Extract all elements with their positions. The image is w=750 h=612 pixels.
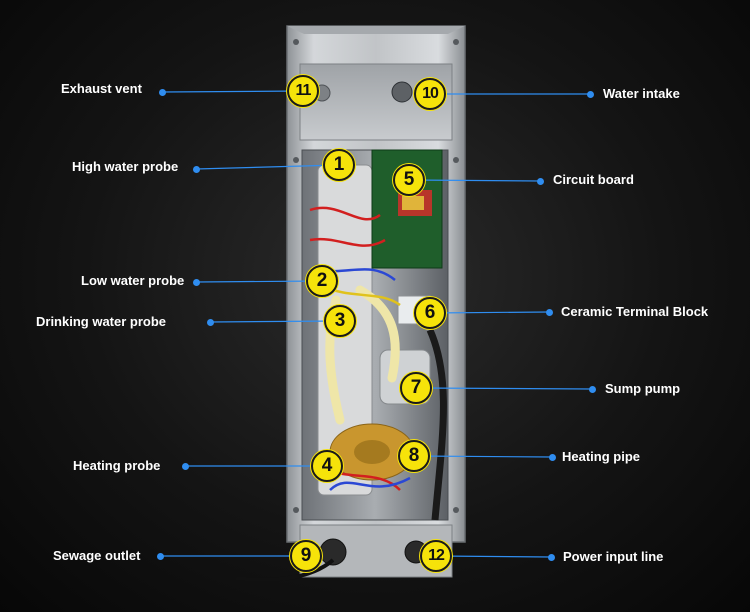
callout-label-water-intake: Water intake <box>603 86 680 101</box>
power-cord <box>235 558 335 582</box>
screw <box>453 39 459 45</box>
callout-label-circuit-board: Circuit board <box>553 172 634 187</box>
screw <box>293 507 299 513</box>
leader-dot-water-intake <box>586 90 594 98</box>
callout-badge-11: 11 <box>287 75 319 107</box>
leader-dot-power-input-line <box>547 553 555 561</box>
leader-dot-heating-pipe <box>548 453 556 461</box>
callout-label-sump-pump: Sump pump <box>605 381 681 396</box>
screw <box>293 39 299 45</box>
leader-line-power-input-line <box>435 555 552 558</box>
leader-line-sump-pump <box>415 387 593 390</box>
callout-leaders <box>160 90 593 558</box>
leader-dot-ceramic-terminal-block <box>545 308 553 316</box>
callout-badge-1: 1 <box>323 149 355 181</box>
callout-badge-5: 5 <box>393 164 425 196</box>
screw <box>293 157 299 163</box>
leader-dot-low-water-probe <box>192 278 200 286</box>
callout-label-heating-pipe: Heating pipe <box>562 449 641 464</box>
leader-line-drinking-water-probe <box>209 320 341 323</box>
screw <box>453 157 459 163</box>
leader-dot-circuit-board <box>536 177 544 185</box>
callout-badge-8: 8 <box>398 440 430 472</box>
water-intake-fitting <box>391 81 413 103</box>
callout-label-low-water-probe: Low water probe <box>81 273 185 288</box>
callout-badge-3: 3 <box>324 305 356 337</box>
leader-line-ceramic-terminal-block <box>429 311 550 314</box>
leader-dot-heating-probe <box>181 462 189 470</box>
callout-label-power-input-line: Power input line <box>563 549 664 564</box>
leader-line-high-water-probe <box>195 164 340 170</box>
leader-dot-sump-pump <box>588 385 596 393</box>
callout-label-heating-probe: Heating probe <box>73 458 161 473</box>
black-hose <box>426 328 447 521</box>
leader-line-heating-pipe <box>413 455 553 458</box>
leader-dot-drinking-water-probe <box>206 318 214 326</box>
leader-dot-exhaust-vent <box>158 88 166 96</box>
callout-label-sewage-outlet: Sewage outlet <box>53 548 141 563</box>
callout-badge-6: 6 <box>414 297 446 329</box>
callout-badge-7: 7 <box>400 372 432 404</box>
callout-label-ceramic-terminal-block: Ceramic Terminal Block <box>561 304 709 319</box>
callout-label-high-water-probe: High water probe <box>72 159 179 174</box>
leader-line-exhaust-vent <box>161 90 304 93</box>
leader-dot-sewage-outlet <box>156 552 164 560</box>
wire <box>309 206 381 221</box>
callout-badge-2: 2 <box>306 265 338 297</box>
callout-badge-10: 10 <box>414 78 446 110</box>
callout-label-exhaust-vent: Exhaust vent <box>61 81 142 96</box>
wire <box>309 237 386 247</box>
callout-badge-9: 9 <box>290 540 322 572</box>
callout-badge-4: 4 <box>311 450 343 482</box>
leader-dot-high-water-probe <box>192 165 200 173</box>
wire <box>329 476 411 491</box>
relay-face <box>402 196 424 210</box>
callout-badge-12: 12 <box>420 540 452 572</box>
leader-line-circuit-board <box>408 179 541 182</box>
cabinet-top-lip <box>287 26 465 34</box>
heating-element-core <box>354 440 390 464</box>
screw <box>453 507 459 513</box>
leader-line-low-water-probe <box>195 280 323 283</box>
callout-label-drinking-water-probe: Drinking water probe <box>36 314 167 329</box>
